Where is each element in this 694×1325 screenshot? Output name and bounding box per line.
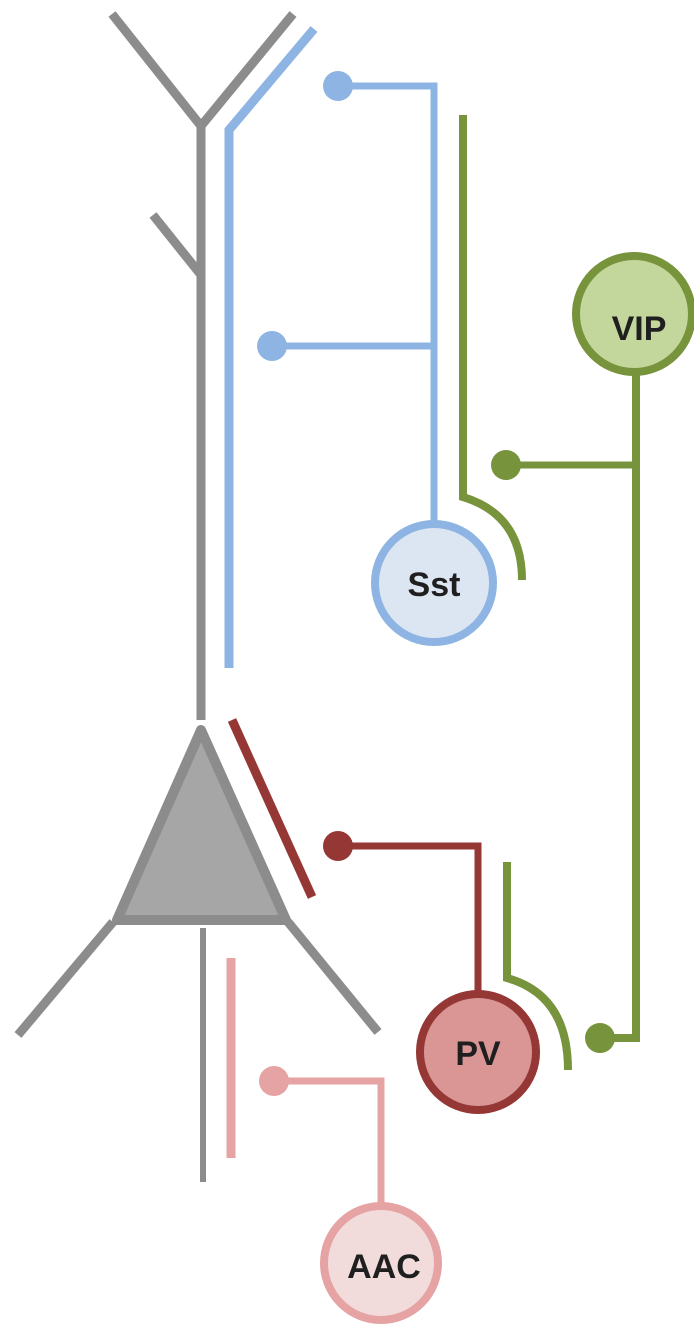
aac-interneuron: AAC: [226, 958, 442, 1324]
pv-axon: [338, 842, 482, 998]
apical-tuft-branches: [108, 11, 297, 131]
pyramidal-soma: [112, 725, 291, 925]
pv-contact-bar: [227, 718, 317, 899]
sst-synapse-tuft: [323, 71, 353, 101]
basal-dendrite-right: [284, 919, 382, 1035]
sst-axon: [338, 82, 438, 528]
vip-synapse-on-sst: [491, 450, 521, 480]
aac-axon: [274, 1077, 385, 1205]
vip-synapse-on-pv: [585, 1023, 615, 1053]
pv-soma: [416, 990, 540, 1114]
sst-synapse-dendrite: [257, 331, 287, 361]
pv-label: PV: [455, 1035, 501, 1073]
aac-synapse: [259, 1066, 289, 1096]
vip-soma: [572, 252, 694, 376]
vip-contact-on-pv: [503, 862, 572, 1071]
pv-interneuron: PV: [227, 718, 540, 1114]
sst-interneuron: Sst: [224, 26, 497, 668]
pv-synapse: [323, 831, 353, 861]
oblique-dendrite: [149, 212, 205, 278]
vip-label: VIP: [612, 310, 667, 348]
basal-dendrite-left: [14, 919, 117, 1038]
sst-label: Sst: [408, 566, 461, 604]
aac-label: AAC: [347, 1248, 421, 1286]
sst-soma: [371, 520, 497, 646]
aac-soma: [320, 1202, 442, 1324]
vip-contact-on-sst: [459, 115, 526, 581]
sst-dendrite-contact-bar: [224, 26, 318, 668]
pyramidal-neuron: [14, 11, 382, 1182]
vip-interneuron: VIP: [459, 115, 694, 1071]
